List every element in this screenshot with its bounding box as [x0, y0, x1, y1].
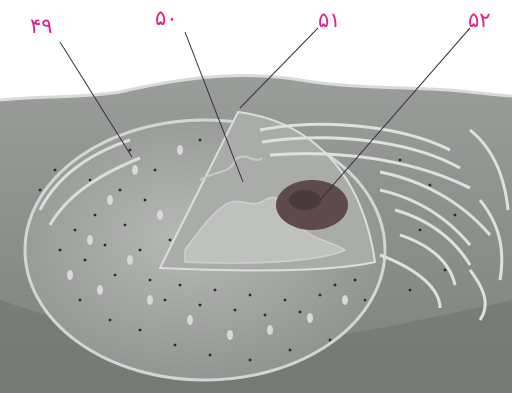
nucleolus-core	[289, 190, 321, 210]
label-49: ۴۹	[30, 16, 53, 37]
label-50: ۵۰	[155, 8, 178, 29]
label-51: ۵۱	[318, 10, 341, 31]
label-52: ۵۲	[468, 10, 491, 31]
